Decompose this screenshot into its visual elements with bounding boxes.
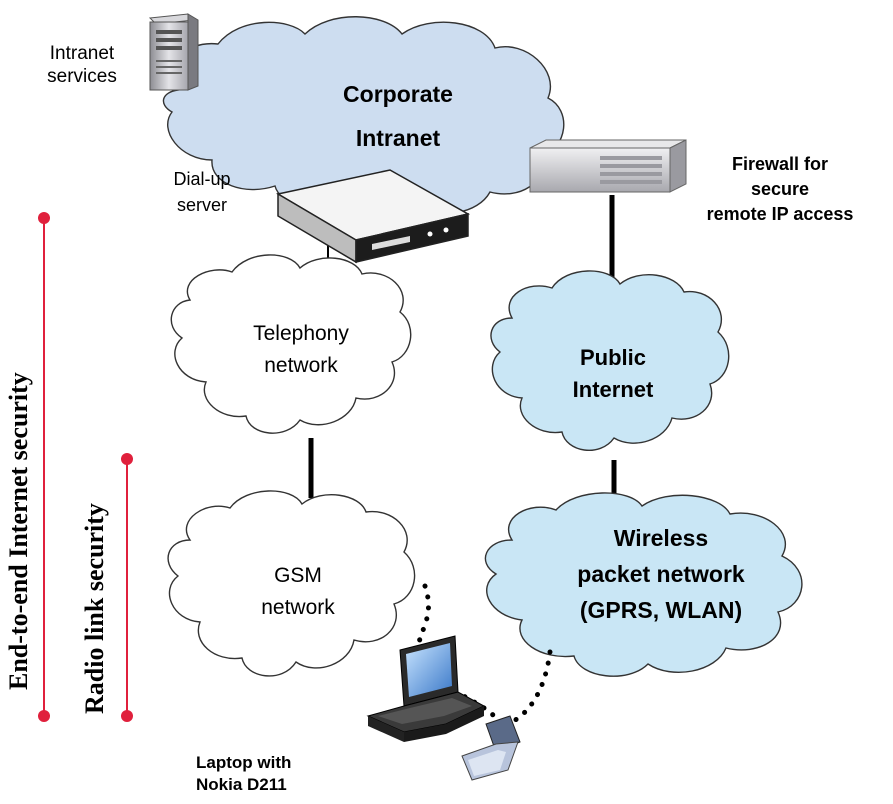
label-end-to-end-security: End-to-end Internet security — [4, 372, 33, 690]
public-internet-cloud — [490, 270, 730, 452]
laptop-icon — [366, 635, 486, 742]
label-public-internet: Public Internet — [572, 345, 654, 402]
firewall-server-icon — [529, 139, 687, 193]
radio-link-security-bar — [121, 453, 133, 722]
intranet-server-icon — [148, 13, 199, 91]
end-to-end-security-bar — [38, 212, 50, 722]
label-radio-link-security: Radio link security — [80, 503, 109, 714]
telephony-network-cloud — [170, 254, 412, 434]
label-corporate-intranet: Corporate Intranet — [343, 81, 453, 151]
label-dialup-server: Dial-up server — [173, 169, 231, 215]
dotted-link-laptop-wireless — [509, 649, 553, 725]
dialup-server-icon — [275, 169, 471, 264]
label-intranet-services: Intranet services — [47, 43, 117, 87]
wireless-network-cloud — [484, 492, 803, 677]
label-gsm-network: GSM network — [261, 564, 335, 619]
gsm-network-cloud — [167, 490, 416, 677]
nokia-d211-card-icon — [461, 715, 521, 781]
label-firewall: Firewall for secure remote IP access — [706, 154, 854, 224]
label-telephony-network: Telephony network — [253, 322, 349, 377]
label-laptop: Laptop with Nokia D211 — [196, 753, 292, 794]
label-wireless-network: Wireless packet network (GPRS, WLAN) — [577, 525, 745, 623]
